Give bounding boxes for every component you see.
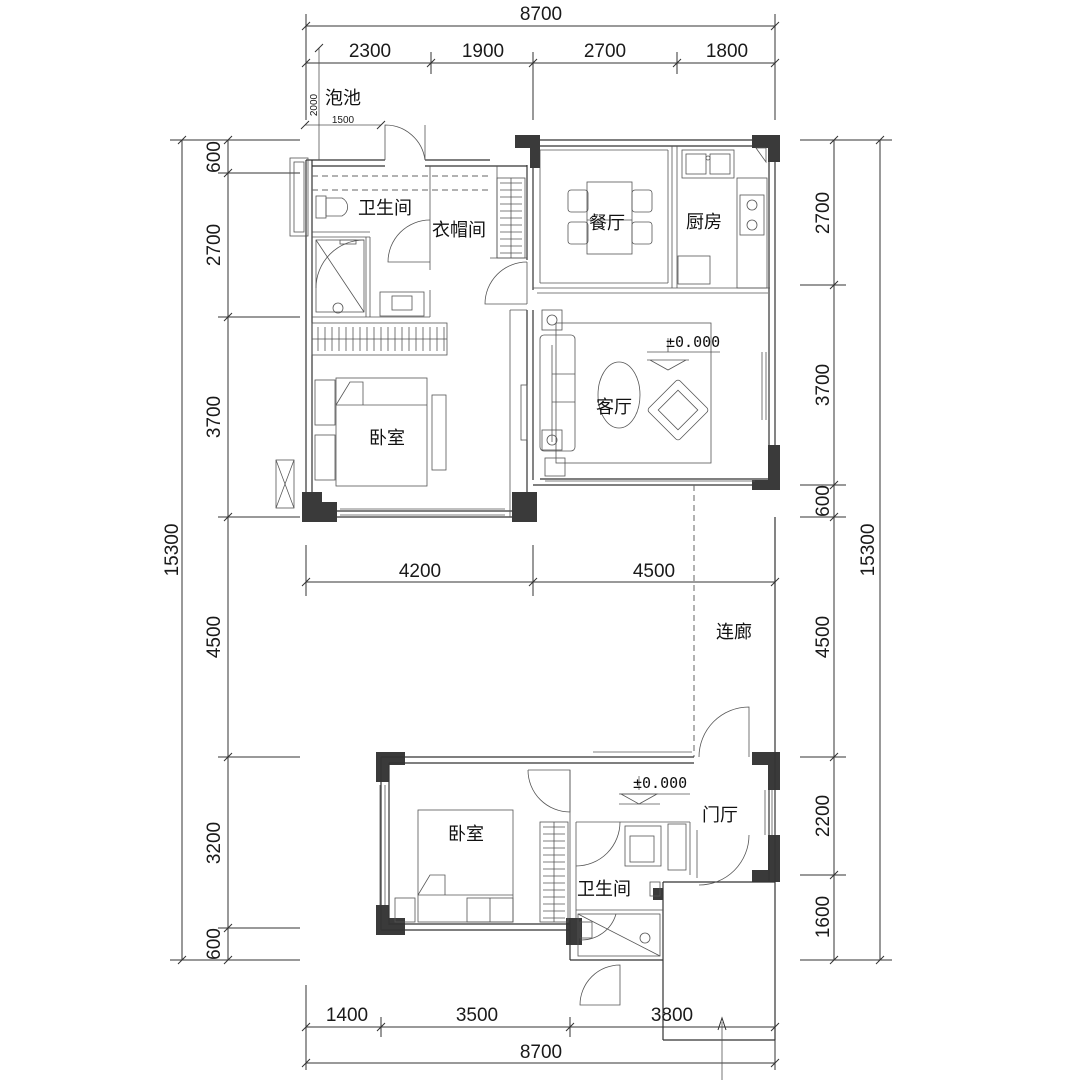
sink-lower-icon (624, 825, 662, 867)
dim-left-total: 15300 (162, 524, 183, 577)
bed-icon (335, 377, 428, 487)
dim-left-seg-4: 4500 (204, 616, 225, 658)
dim-right-seg-4: 4500 (813, 616, 834, 658)
room-labels: 卫生间 衣帽间 餐厅 厨房 卧室 客厅 连廊 卧室 门厅 卫生间 (358, 198, 752, 900)
dim-mid-seg-2: 4500 (633, 561, 675, 582)
dim-bottom-total: 8700 (520, 1042, 562, 1063)
middle-dimensions: 4200 4500 (301, 545, 780, 596)
dim-left-seg-2: 2700 (204, 224, 225, 266)
top-dimensions: 8700 2300 1900 2700 1800 (301, 4, 780, 120)
upper-bedroom-furniture (275, 377, 528, 516)
toilet-tank-icon (315, 195, 327, 219)
stove-icon (739, 194, 765, 236)
dim-right-seg-2: 3700 (813, 364, 834, 406)
dim-left-seg-1: 600 (204, 141, 225, 173)
dining-table-icon (586, 181, 633, 255)
room-label-bedroom-upper: 卧室 (369, 428, 405, 449)
dim-left-seg-5: 3200 (204, 822, 225, 864)
upper-wardrobes (311, 177, 526, 356)
corridor (693, 485, 776, 757)
lower-bath-fixtures (577, 823, 687, 957)
dim-top-seg-2: 1900 (462, 41, 504, 62)
upper-doors (384, 124, 528, 305)
room-label-foyer: 门厅 (702, 805, 738, 826)
kitchen-fixtures (677, 147, 768, 289)
room-label-dining: 餐厅 (589, 213, 625, 234)
shower-lower-icon (577, 913, 661, 957)
dim-mid-seg-1: 4200 (399, 561, 441, 582)
room-label-bath-upper: 卫生间 (358, 198, 412, 219)
level-mark-lower: ±0.000 (619, 774, 690, 805)
lower-bedroom-furniture (394, 809, 569, 923)
dim-left-seg-6: 600 (204, 928, 225, 960)
kitchen-sink-icon (681, 149, 735, 179)
dim-left-seg-3: 3700 (204, 396, 225, 438)
upper-block-walls (305, 139, 776, 518)
coffee-table-icon (597, 361, 641, 429)
dim-top-seg-1: 2300 (349, 41, 391, 62)
dim-right-seg-3: 600 (813, 485, 834, 517)
room-label-kitchen: 厨房 (686, 212, 722, 233)
dim-right-seg-5: 2200 (813, 795, 834, 837)
room-label-bedroom-lower: 卧室 (448, 824, 484, 845)
dining-furniture (567, 181, 653, 255)
sink-icon (379, 291, 425, 317)
toilet-icon (325, 197, 348, 217)
dim-bottom-seg-2: 3500 (456, 1005, 498, 1026)
room-label-corridor: 连廊 (716, 622, 752, 643)
bed-lower-icon (417, 809, 514, 923)
dim-bottom-seg-1: 1400 (326, 1005, 368, 1026)
room-label-living: 客厅 (596, 397, 632, 418)
dim-right-total: 15300 (858, 524, 879, 577)
room-label-bath-lower: 卫生间 (577, 879, 631, 900)
dim-pool-width: 1500 (332, 115, 355, 126)
dim-right-seg-6: 1600 (813, 896, 834, 938)
left-dimensions: 15300 600 2700 3700 4500 3200 600 (162, 135, 300, 965)
dim-right-seg-1: 2700 (813, 192, 834, 234)
dim-pool-height: 2000 (309, 93, 320, 116)
room-label-pool: 泡池 (325, 88, 361, 109)
dim-top-seg-3: 2700 (584, 41, 626, 62)
dim-top-total: 8700 (520, 4, 562, 25)
bottom-dimensions: 1400 3500 3800 8700 (301, 985, 780, 1070)
dim-top-seg-4: 1800 (706, 41, 748, 62)
living-rug (555, 322, 712, 464)
sofa-icon (539, 334, 576, 452)
living-furniture (539, 309, 767, 482)
level-text-upper: ±0.000 (666, 333, 720, 351)
level-mark-upper: ±0.000 (647, 333, 720, 371)
upper-bath-fixtures (315, 195, 425, 317)
lower-doors (527, 706, 750, 1006)
pool-area: 2000 1500 泡池 (289, 43, 386, 237)
armchair-icon (647, 379, 709, 441)
level-text-lower: ±0.000 (633, 774, 687, 792)
right-dimensions: 2700 3700 600 4500 2200 1600 15300 (800, 135, 892, 965)
dim-bottom-seg-3: 3800 (651, 1005, 693, 1026)
lower-block-walls (379, 751, 776, 1080)
room-label-cloakroom: 衣帽间 (432, 220, 486, 241)
